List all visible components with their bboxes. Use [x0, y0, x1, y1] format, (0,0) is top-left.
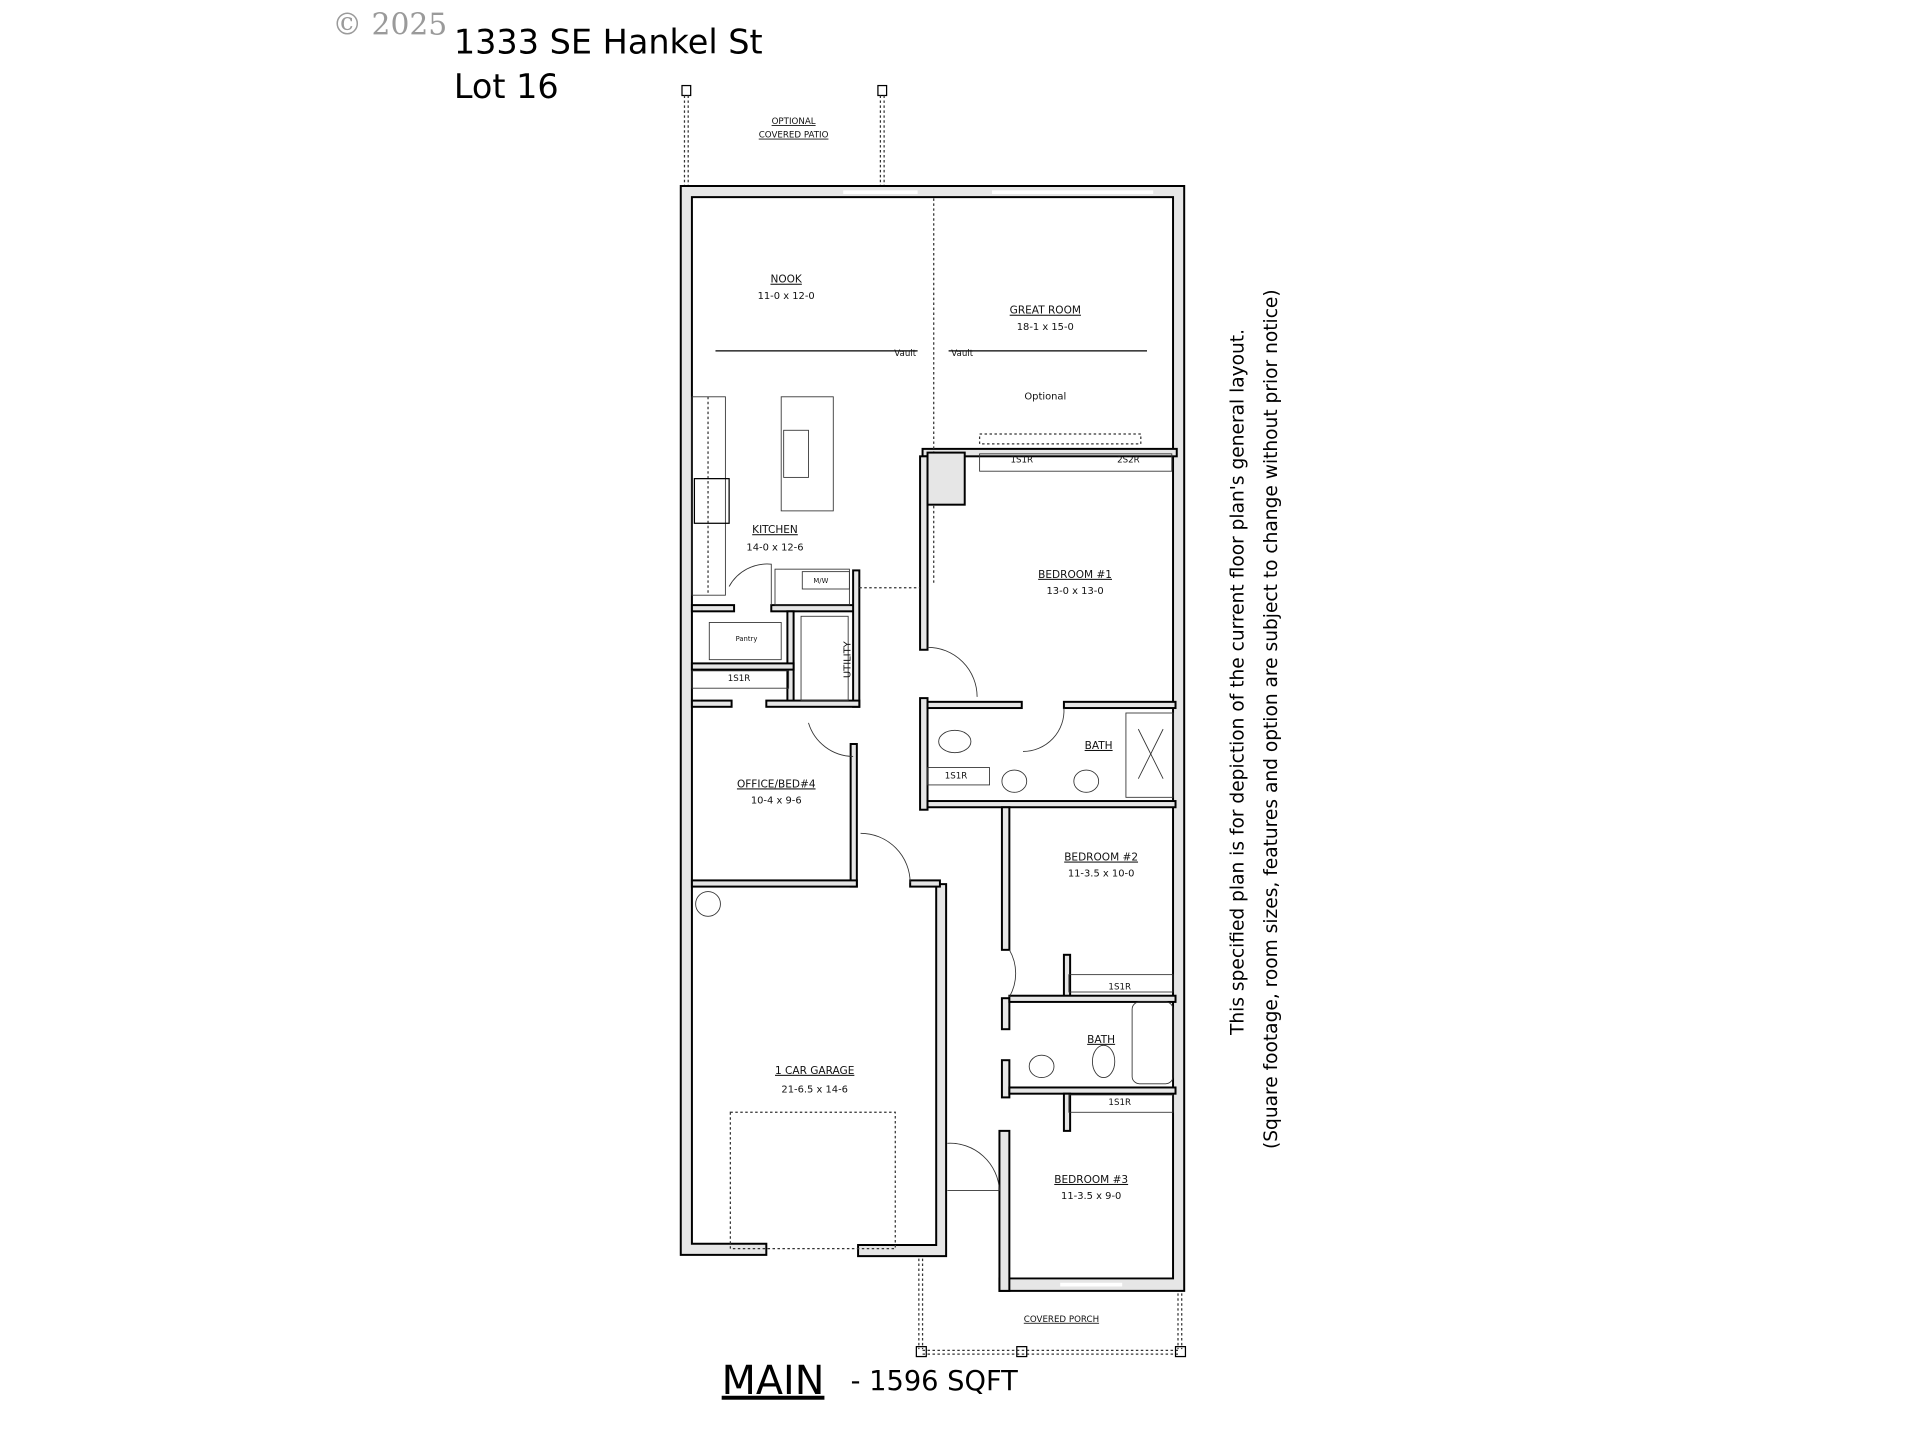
closet-label: 1S1R	[728, 674, 751, 684]
microwave-label: M/W	[813, 577, 828, 585]
disclaimer-line1: This specified plan is for depiction of …	[1228, 329, 1249, 1036]
bathtub-icon	[1131, 1001, 1174, 1085]
room-office-dims: 10-4 x 9-6	[751, 796, 802, 807]
room-bedroom2-label: BEDROOM #2	[1064, 852, 1138, 864]
room-great-room-label: GREAT ROOM	[1010, 305, 1081, 317]
patio-label-line1: OPTIONAL	[772, 117, 816, 127]
vault-right-note: Vault	[951, 349, 973, 359]
room-office-label: OFFICE/BED#4	[737, 778, 816, 790]
toilet-icon	[1092, 1044, 1116, 1078]
sink-icon	[1028, 1054, 1055, 1078]
sink-icon	[1001, 769, 1028, 793]
room-bedroom1-label: BEDROOM #1	[1038, 569, 1112, 581]
utility-label: UTILITY	[843, 640, 854, 678]
disclaimer-line2: (Square footage, room sizes, features an…	[1261, 289, 1282, 1149]
room-bedroom3-label: BEDROOM #3	[1054, 1174, 1128, 1186]
porch-label: COVERED PORCH	[1024, 1315, 1099, 1325]
closet-label: 1S1R	[1108, 983, 1131, 993]
square-footage: - 1596 SQFT	[851, 1366, 1019, 1397]
sink-icon	[783, 429, 809, 478]
room-bath1-label: BATH	[1085, 740, 1113, 752]
optional-covered-patio: OPTIONAL COVERED PATIO	[681, 84, 888, 187]
closet-label: 1S1R	[945, 772, 968, 782]
room-bedroom1-dims: 13-0 x 13-0	[1047, 586, 1104, 597]
shower-icon	[1125, 712, 1174, 798]
interior-walls	[690, 447, 1178, 1132]
range-icon	[693, 478, 730, 524]
closet-label: 2S2R	[1117, 456, 1140, 466]
patio-label-line2: COVERED PATIO	[759, 131, 829, 141]
closet-label: 1S1R	[1010, 456, 1033, 466]
exterior-walls	[679, 185, 1186, 1292]
room-kitchen-dims: 14-0 x 12-6	[746, 543, 803, 554]
garage-door-outline	[729, 1111, 896, 1250]
lot-number: Lot 16	[454, 67, 559, 106]
closet-label: 1S1R	[1108, 1098, 1131, 1108]
vault-left-note: Vault	[894, 349, 916, 359]
address-title: 1333 SE Hankel St	[454, 22, 763, 61]
room-bath2-label: BATH	[1087, 1034, 1115, 1046]
room-garage-dims: 21-6.5 x 14-6	[781, 1084, 848, 1095]
room-bedroom3-dims: 11-3.5 x 9-0	[1061, 1191, 1121, 1202]
kitchen-island	[780, 396, 834, 512]
level-label: MAIN	[722, 1358, 825, 1404]
room-great-room-dims: 18-1 x 15-0	[1017, 322, 1074, 333]
washer-dryer	[800, 615, 849, 702]
room-nook-label: NOOK	[770, 274, 802, 286]
water-heater-icon	[695, 891, 721, 917]
toilet-icon	[938, 729, 972, 754]
room-nook-dims: 11-0 x 12-0	[758, 291, 815, 302]
covered-porch: COVERED PORCH	[915, 1258, 1187, 1358]
room-bedroom2-dims: 11-3.5 x 10-0	[1068, 869, 1135, 880]
pantry-label: Pantry	[736, 635, 758, 643]
optional-note: Optional	[1024, 391, 1066, 402]
sink-icon	[1073, 769, 1100, 793]
room-kitchen-label: KITCHEN	[752, 524, 798, 536]
room-garage-label: 1 CAR GARAGE	[775, 1065, 854, 1077]
copyright-watermark: © 2025	[332, 8, 447, 43]
fixtures	[691, 198, 1174, 1250]
